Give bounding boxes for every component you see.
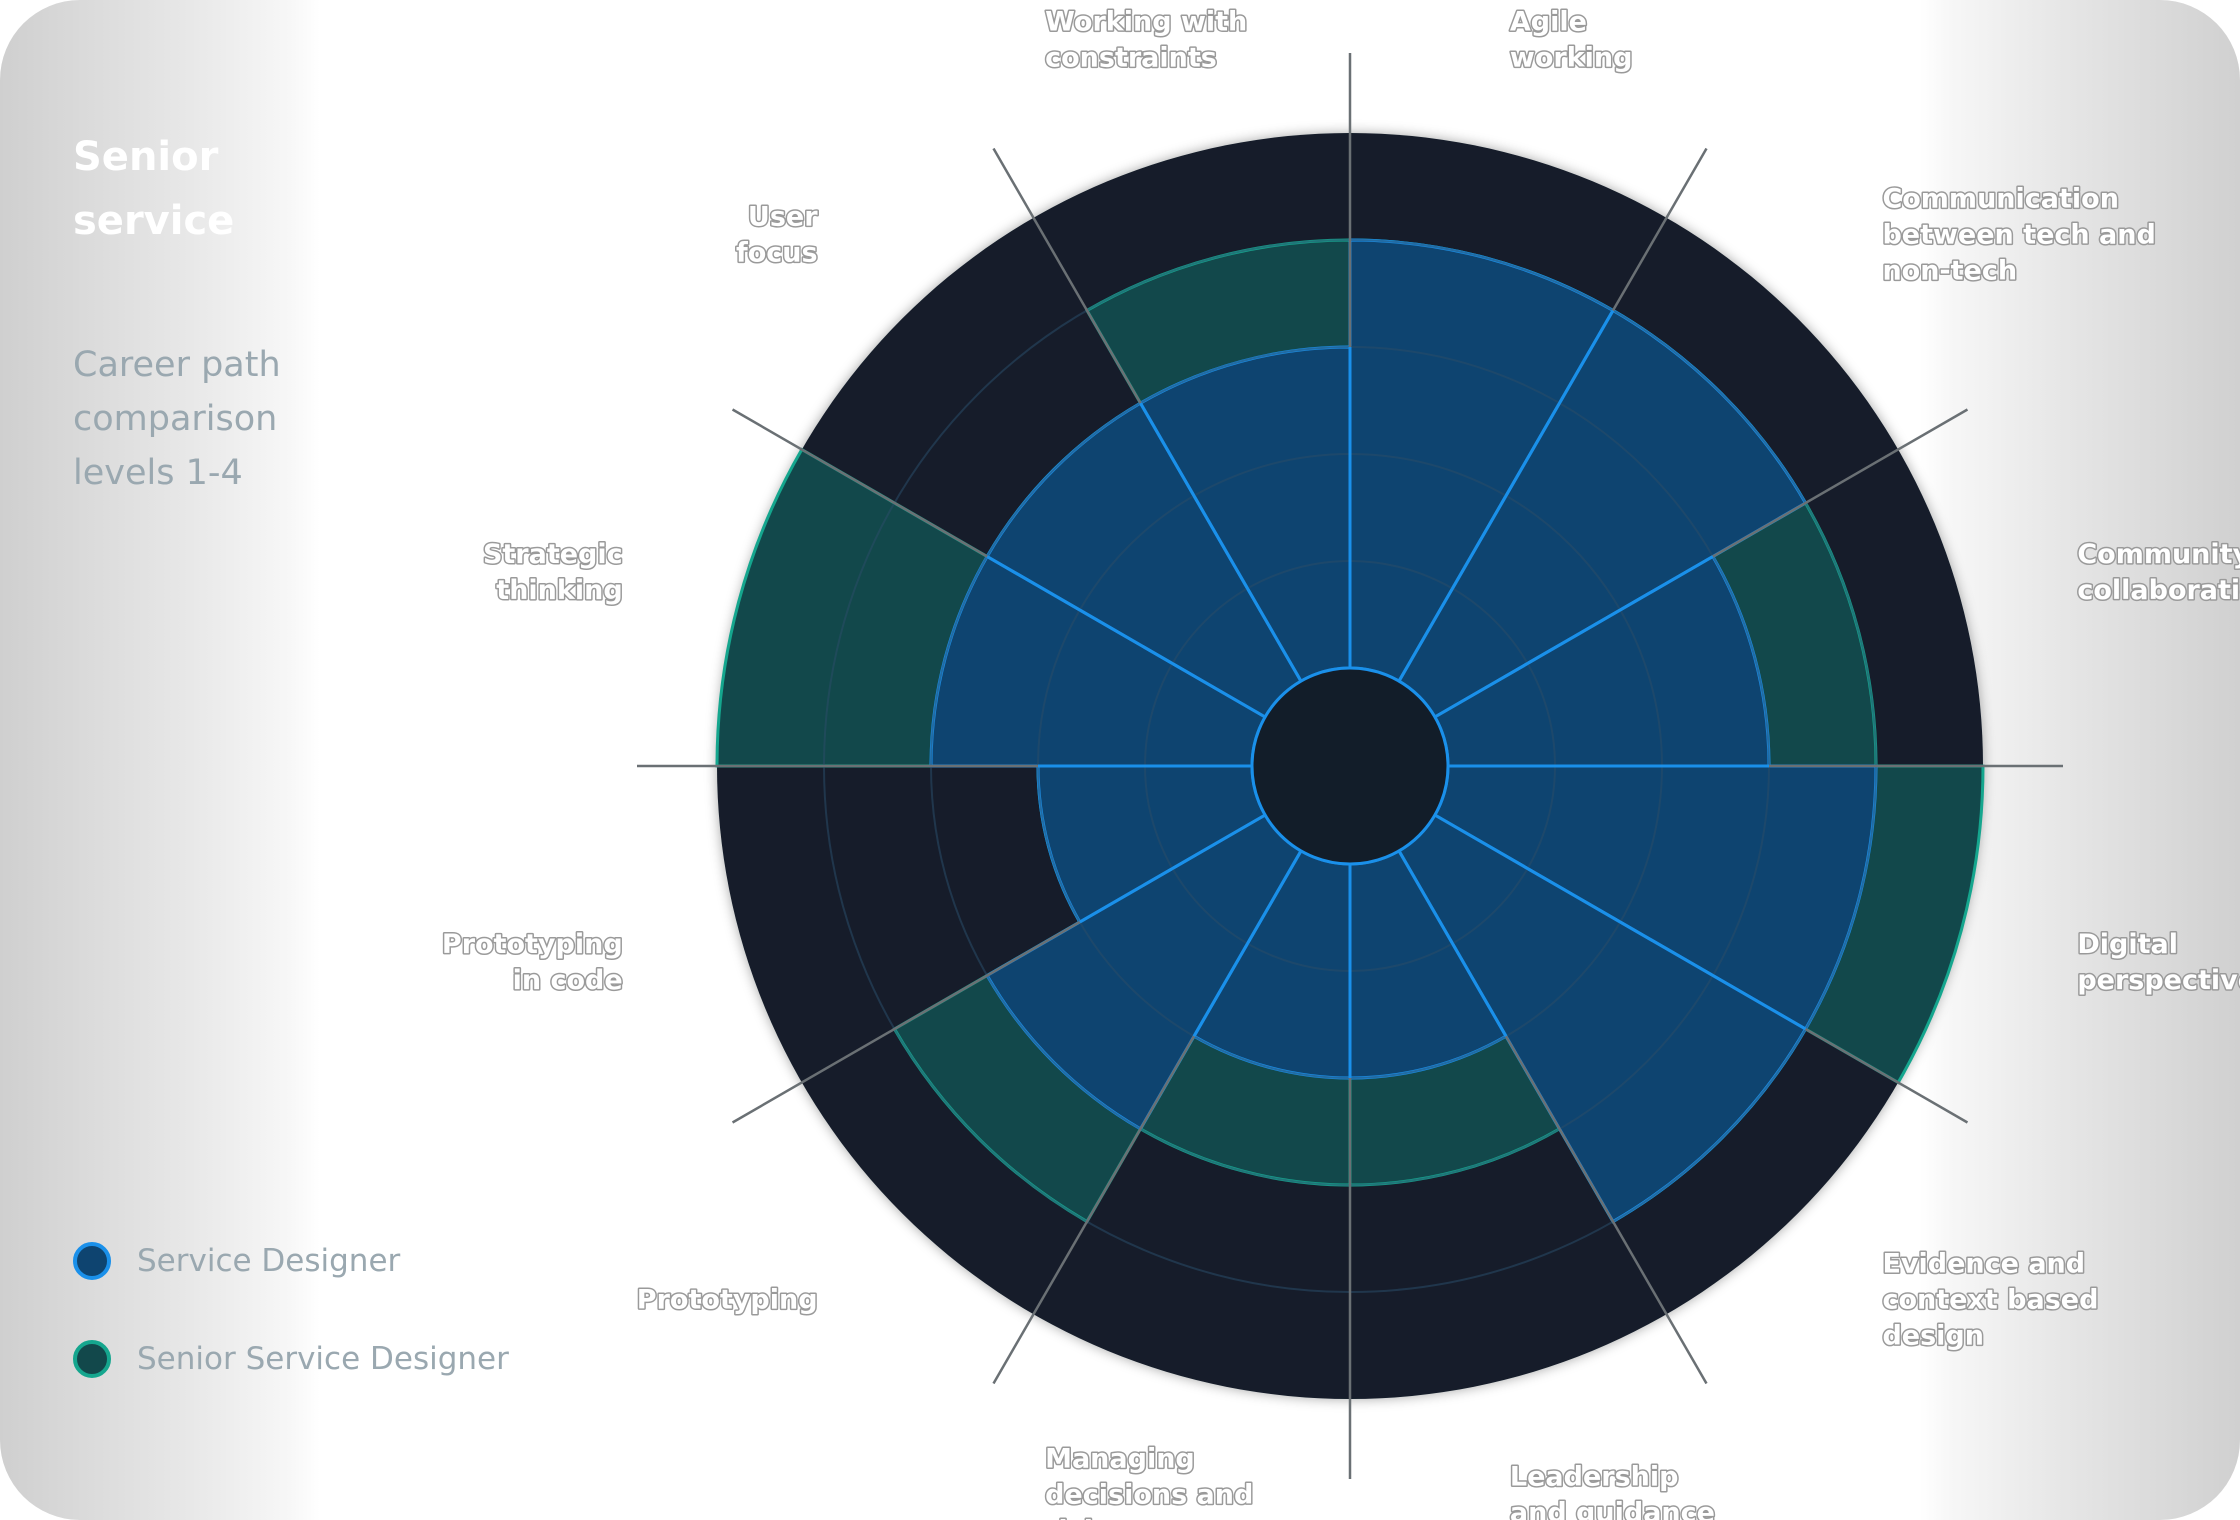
legend-swatch-senior-service-designer [73,1340,111,1378]
spoke-inner-5 [1397,850,1508,1037]
category-label-7: Prototyping [637,1284,818,1315]
spoke-inner-4 [1434,813,1807,1031]
legend-item-senior-service-designer[interactable]: Senior Service Designer [73,1336,509,1382]
legend-item-service-designer[interactable]: Service Designer [73,1238,509,1284]
page-subtitle: Career path comparison levels 1-4 [73,345,281,493]
legend: Service Designer Senior Service Designer [73,1238,509,1434]
spoke-inner-7 [1192,850,1303,1037]
category-label-2: Communitycollaboration [2077,539,2240,606]
legend-label-senior-service-designer: Senior Service Designer [137,1341,509,1377]
spoke-inner-2 [1434,555,1714,719]
legend-swatch-service-designer [73,1242,111,1280]
page-title: Senior service designer [73,134,270,265]
wheel-hub [1250,666,1450,866]
legend-label-service-designer: Service Designer [137,1243,401,1279]
spoke-inner-8 [1079,813,1266,924]
spoke-inner-1 [1397,309,1615,682]
spoke-inner-10 [986,555,1266,719]
spoke-inner-11 [1139,402,1303,682]
